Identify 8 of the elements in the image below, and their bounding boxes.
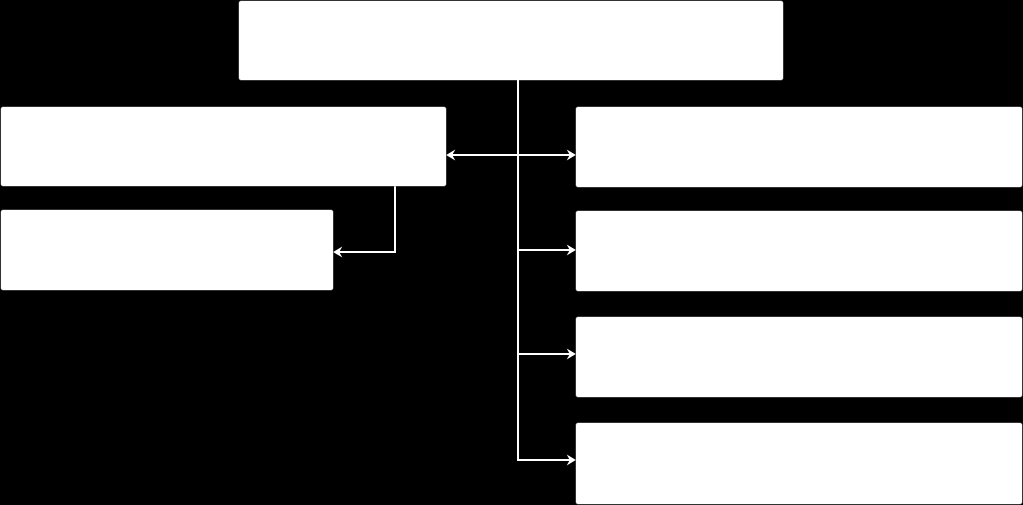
empty-box: [575, 422, 1023, 505]
empty-box: [575, 316, 1023, 398]
arrow: [333, 185, 396, 258]
empty-box: [0, 209, 334, 291]
empty-box: [238, 0, 784, 81]
empty-box: [575, 210, 1023, 292]
empty-box: [0, 106, 447, 187]
empty-box: [575, 106, 1023, 188]
